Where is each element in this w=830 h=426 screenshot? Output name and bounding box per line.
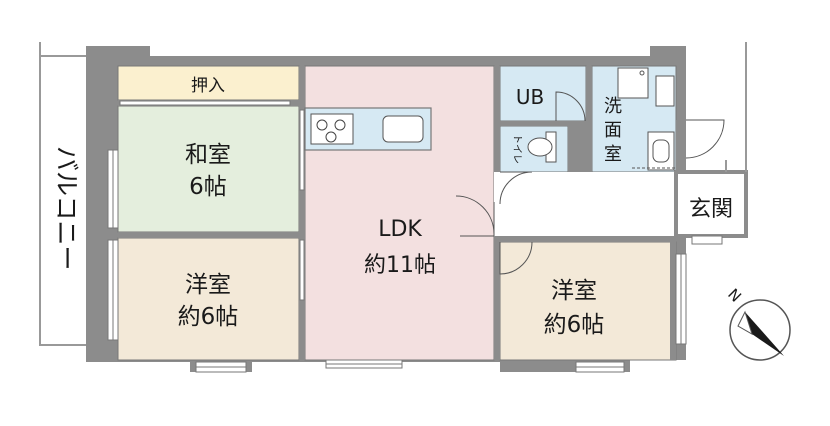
room-label-washitsu: 和室 <box>185 142 231 168</box>
door-ub <box>555 91 586 122</box>
door-yoshitsu-right <box>499 241 533 275</box>
room-ub <box>499 65 587 122</box>
room-label-ldk: LDK <box>378 217 422 242</box>
room-label-yoshitsu-left: 洋室 <box>185 272 231 298</box>
room-size-yoshitsu-left: 約6帖 <box>178 304 239 330</box>
door-ldk <box>455 195 495 237</box>
window-genkan <box>691 235 723 245</box>
washing-machine <box>617 67 649 99</box>
room-yoshitsu-right <box>499 241 677 361</box>
room-label-senmenshitsu-1: 洗 <box>604 96 622 117</box>
sink <box>382 115 424 143</box>
room-label-senmenshitsu-2: 面 <box>604 120 622 141</box>
room-label-toilet: トイレ <box>511 134 522 164</box>
stove-burner <box>334 119 346 131</box>
room-label-oshiire: 押入 <box>191 76 225 96</box>
room-oshiire <box>117 65 300 101</box>
room-label-ub: UB <box>516 85 544 109</box>
door-genkan <box>685 119 725 159</box>
window-left-upper <box>107 149 119 229</box>
window-bottom-ldk <box>325 359 403 369</box>
door-toilet <box>499 171 533 205</box>
washing-machine-dial <box>639 70 645 76</box>
room-size-washitsu: 6帖 <box>189 174 227 200</box>
interior-walls <box>118 66 686 360</box>
compass-needle-outline <box>737 310 753 336</box>
washbasin-bowl <box>652 139 670 163</box>
room-washitsu <box>117 105 300 233</box>
room-label-yoshitsu-right: 洋室 <box>551 278 597 304</box>
compass: N <box>724 285 791 361</box>
compass-north-label: N <box>724 285 745 306</box>
room-size-yoshitsu-right: 約6帖 <box>544 312 605 338</box>
washroom-cabinet <box>655 75 675 107</box>
balcony-label: バルコニー <box>52 146 81 271</box>
stove-burner <box>316 119 328 131</box>
sliding-doors <box>119 100 305 301</box>
compass-needle <box>745 312 784 356</box>
room-label-genkan: 玄関 <box>689 197 733 222</box>
window-left-lower <box>107 239 119 341</box>
room-yoshitsu-left <box>117 237 300 361</box>
window-right <box>675 253 687 345</box>
balcony <box>39 42 88 346</box>
kitchen-counter <box>304 107 432 151</box>
room-size-ldk: 約11帖 <box>364 253 436 278</box>
hallway <box>494 172 674 236</box>
window-bottom-right <box>575 361 625 373</box>
window-bottom-left <box>195 361 247 373</box>
toilet-fixture <box>527 131 557 163</box>
room-label-senmenshitsu-3: 室 <box>604 144 622 165</box>
stove-burner <box>325 131 337 143</box>
